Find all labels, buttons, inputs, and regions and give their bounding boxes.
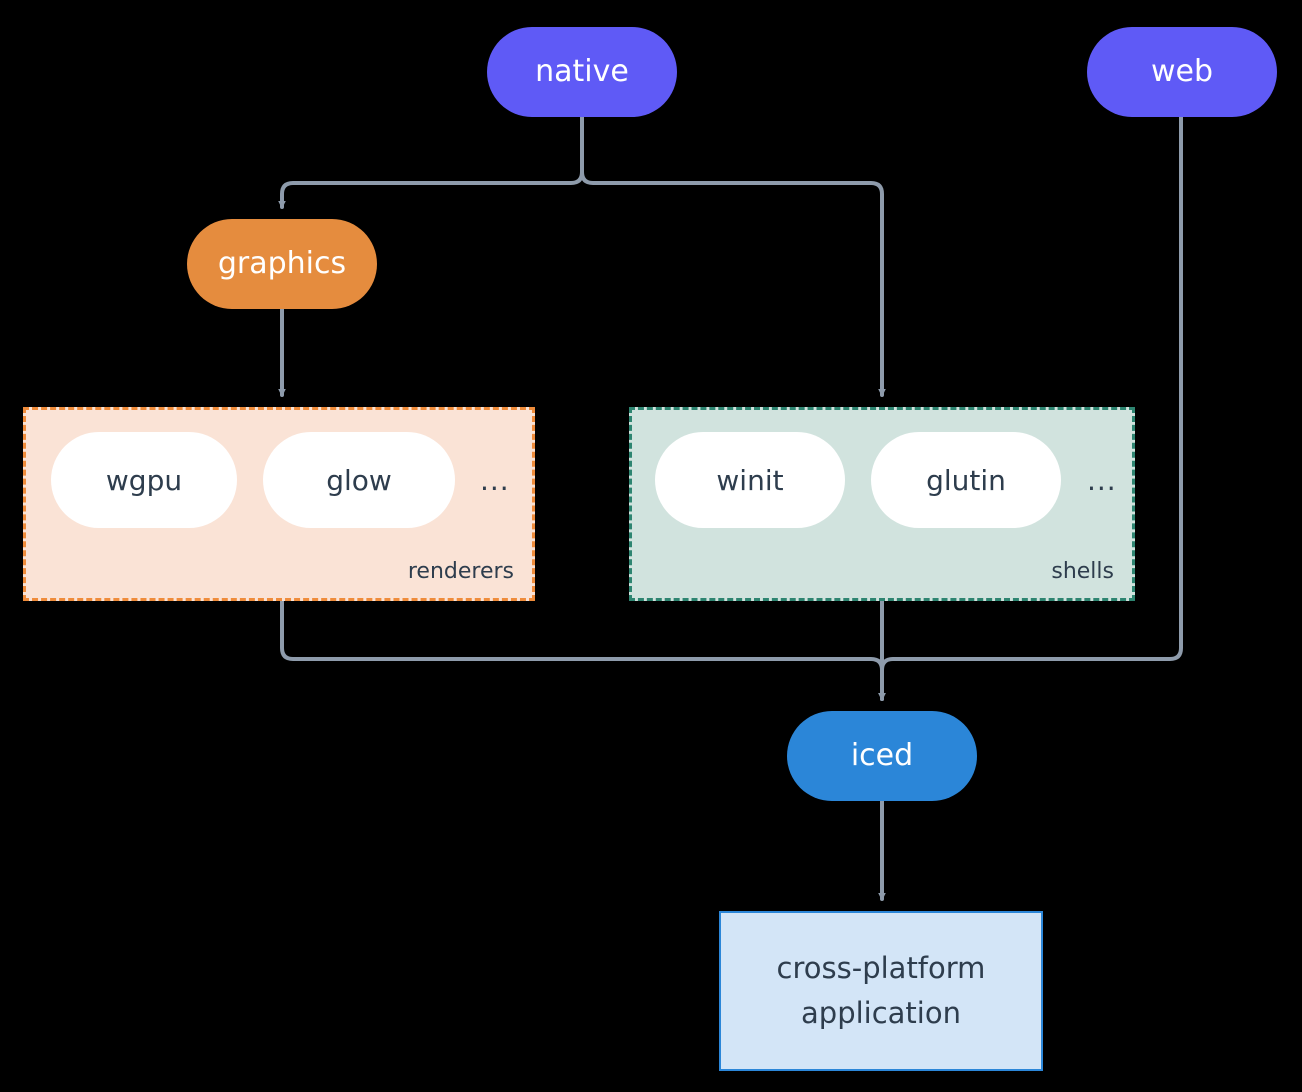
application-label-line2: application	[801, 996, 961, 1030]
renderers-overflow-ellipsis: ...	[480, 464, 510, 497]
group-shells-label: shells	[1051, 559, 1114, 584]
node-glow[interactable]: glow	[263, 432, 455, 528]
edge-native-to-graphics	[278, 170, 584, 209]
shells-overflow-ellipsis: ...	[1087, 464, 1117, 497]
edge-native-to-shells	[580, 170, 886, 397]
node-web[interactable]: web	[1087, 27, 1277, 117]
group-renderers-label: renderers	[407, 559, 514, 584]
node-winit[interactable]: winit	[655, 432, 845, 528]
node-native[interactable]: native	[487, 27, 677, 117]
edge-renderers-to-iced	[280, 599, 886, 701]
node-graphics[interactable]: graphics	[187, 219, 377, 309]
node-iced[interactable]: iced	[787, 711, 977, 801]
application-label-line1: cross-platform	[776, 951, 986, 986]
node-wgpu[interactable]: wgpu	[51, 432, 237, 528]
node-glutin[interactable]: glutin	[871, 432, 1061, 528]
edge-web-to-iced	[878, 115, 1183, 701]
node-cross-platform-application[interactable]: cross-platform application	[719, 911, 1043, 1071]
